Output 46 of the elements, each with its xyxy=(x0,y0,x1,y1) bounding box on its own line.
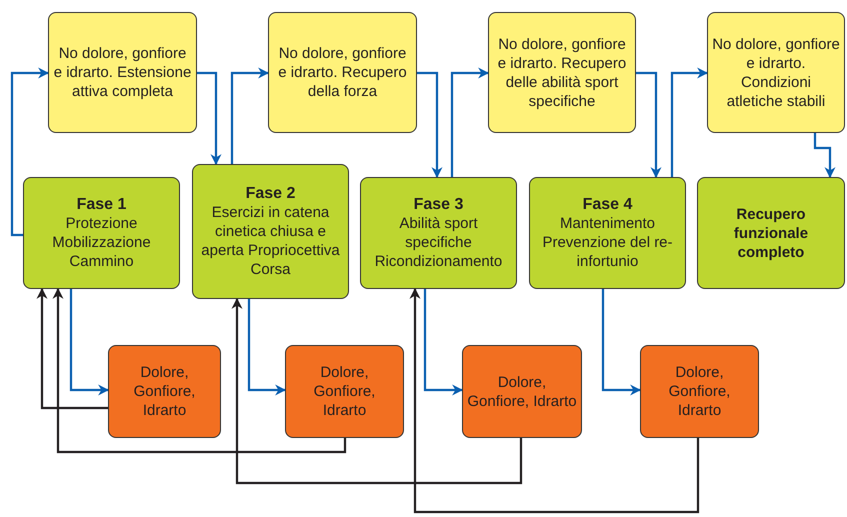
phase-title: Fase 2 xyxy=(246,184,296,203)
arrow xyxy=(636,72,662,178)
arrow xyxy=(424,289,464,396)
phase-title: Fase 3 xyxy=(414,195,464,214)
phase-box xyxy=(529,177,686,289)
box-text: Protezione Mobilizzazione Cammino xyxy=(51,214,152,271)
phase-box xyxy=(192,164,349,299)
arrow xyxy=(230,68,270,164)
setback-box xyxy=(640,345,759,438)
box-text: No dolore, gonfiore e idrarto. Recupero della forza xyxy=(277,44,408,101)
box-text: No dolore, gonfiore e idrarto. Estensione attiva completa xyxy=(53,44,192,101)
arrow xyxy=(197,72,222,166)
criteria-box xyxy=(488,12,636,133)
box-text: No dolore, gonfiore e idrarto. Recupero delle abilità sport specifiche xyxy=(496,34,628,110)
criteria-box xyxy=(707,12,845,133)
arrow xyxy=(670,68,708,177)
setback-box xyxy=(108,345,221,438)
box-text: Mantenimento Prevenzione del re-infortunio xyxy=(541,214,674,271)
criteria-box xyxy=(48,12,197,133)
goal-box xyxy=(697,177,845,289)
box-text: No dolore, gonfiore e idrarto. Condizioni atletiche stabili xyxy=(712,34,840,110)
arrow xyxy=(410,288,700,514)
box-text: Abilità sport specifiche Ricondizionamento xyxy=(374,214,504,271)
setback-box xyxy=(462,345,582,438)
criteria-box xyxy=(268,12,417,133)
phase-title: Fase 1 xyxy=(76,195,126,214)
box-text: Dolore, Gonfiore, Idrarto xyxy=(132,363,196,420)
phase-box xyxy=(360,177,517,289)
arrow xyxy=(10,68,50,236)
box-text: Dolore, Gonfiore, Idrarto xyxy=(467,372,577,410)
phase-title: Fase 4 xyxy=(582,195,632,214)
arrow xyxy=(814,133,836,178)
box-text: Dolore, Gonfiore, Idrarto xyxy=(312,363,376,420)
box-text: Esercizi in catena cinetica chiusa e aperta Propriocettiva Corsa xyxy=(200,203,341,279)
arrow xyxy=(417,72,442,178)
arrow xyxy=(602,289,642,396)
phase-box xyxy=(23,177,180,289)
setback-box xyxy=(285,345,404,438)
arrow xyxy=(450,68,490,177)
arrow xyxy=(52,288,346,454)
box-text: Dolore, Gonfiore, Idrarto xyxy=(668,363,732,420)
box-text: Recupero funzionale completo xyxy=(732,204,810,262)
arrow xyxy=(232,298,522,484)
arrow xyxy=(248,299,286,396)
arrow xyxy=(70,289,110,396)
arrow xyxy=(36,288,108,410)
